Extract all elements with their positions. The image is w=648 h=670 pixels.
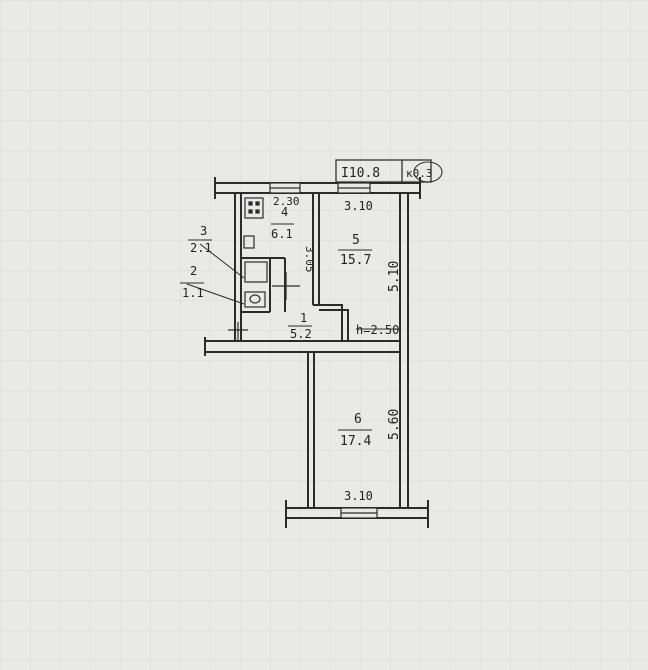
room-6-area: 17.4 bbox=[340, 434, 371, 449]
sink-icon bbox=[243, 235, 255, 249]
top-width-dim: 3.10 bbox=[344, 199, 373, 213]
windows bbox=[269, 182, 378, 519]
stamp-ratio: к0.3 bbox=[406, 167, 433, 180]
bottom-width-dim: 3.10 bbox=[344, 489, 373, 503]
fixtures bbox=[228, 197, 300, 340]
bathtub-icon bbox=[244, 261, 268, 283]
room-2-number: 2 bbox=[190, 264, 197, 278]
dimension-labels: 2.30 3.05 3.10 5.10 5.60 3.10 h=2.50 bbox=[273, 195, 402, 503]
room-3-number: 3 bbox=[200, 224, 207, 238]
room-1-area: 5.2 bbox=[290, 327, 312, 341]
ceiling-height: h=2.50 bbox=[356, 323, 399, 337]
stove-icon bbox=[244, 197, 264, 219]
walls bbox=[204, 177, 429, 528]
kitchen-width-dim: 2.30 bbox=[273, 195, 300, 208]
room-4-number: 4 bbox=[281, 205, 288, 219]
room6-length-dim: 5.60 bbox=[387, 409, 402, 440]
stamp-code: I10.8 bbox=[341, 166, 380, 181]
room-1-number: 1 bbox=[300, 311, 307, 325]
room-5-area: 15.7 bbox=[340, 253, 371, 268]
room-2-area: 1.1 bbox=[182, 286, 204, 300]
room-4-area: 6.1 bbox=[271, 227, 293, 241]
room-6-number: 6 bbox=[354, 412, 362, 427]
room5-length-dim: 5.10 bbox=[387, 261, 402, 292]
kitchen-depth-dim: 3.05 bbox=[303, 246, 316, 273]
leader-lines bbox=[186, 243, 400, 330]
room-5-number: 5 bbox=[352, 233, 360, 248]
toilet-icon bbox=[244, 291, 266, 308]
room-labels: 4 6.1 3 2.1 2 1.1 1 5.2 5 15.7 6 17.4 bbox=[180, 205, 372, 449]
room-3-area: 2.1 bbox=[190, 241, 212, 255]
